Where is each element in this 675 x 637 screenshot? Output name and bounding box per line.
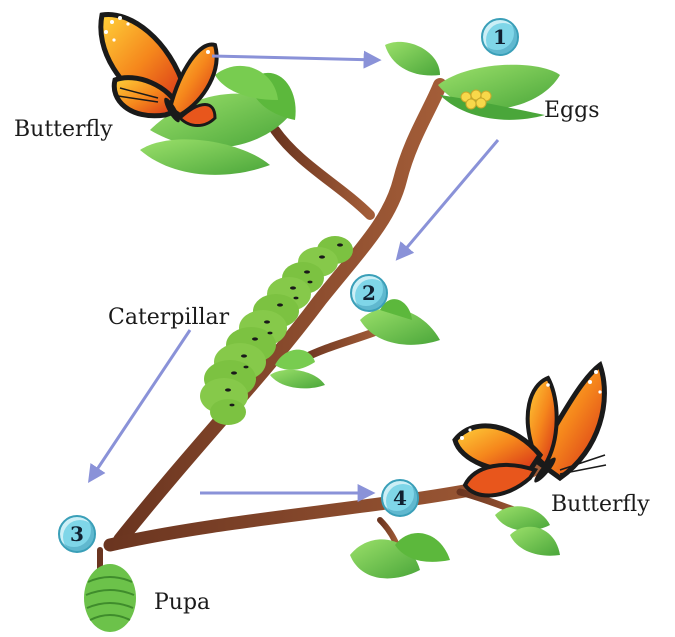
- stage-badge-4: 4: [381, 479, 419, 517]
- label-caterpillar: Caterpillar: [108, 305, 229, 330]
- pupa-illustration: [84, 564, 136, 632]
- butterfly-top-illustration: [101, 14, 217, 125]
- stage-badge-1: 1: [481, 18, 519, 56]
- stage-badge-2: 2: [350, 274, 388, 312]
- caterpillar-illustration: [200, 236, 353, 425]
- label-eggs: Eggs: [544, 98, 600, 123]
- stage-badge-3: 3: [58, 515, 96, 553]
- arrow-caterpillar-to-pupa: [90, 330, 190, 480]
- label-butterfly-bottom: Butterfly: [551, 492, 650, 517]
- butterfly-bottom-illustration: [455, 365, 606, 495]
- label-pupa: Pupa: [154, 590, 210, 615]
- label-butterfly-top: Butterfly: [14, 117, 113, 142]
- arrow-butterfly-to-eggs: [212, 56, 378, 60]
